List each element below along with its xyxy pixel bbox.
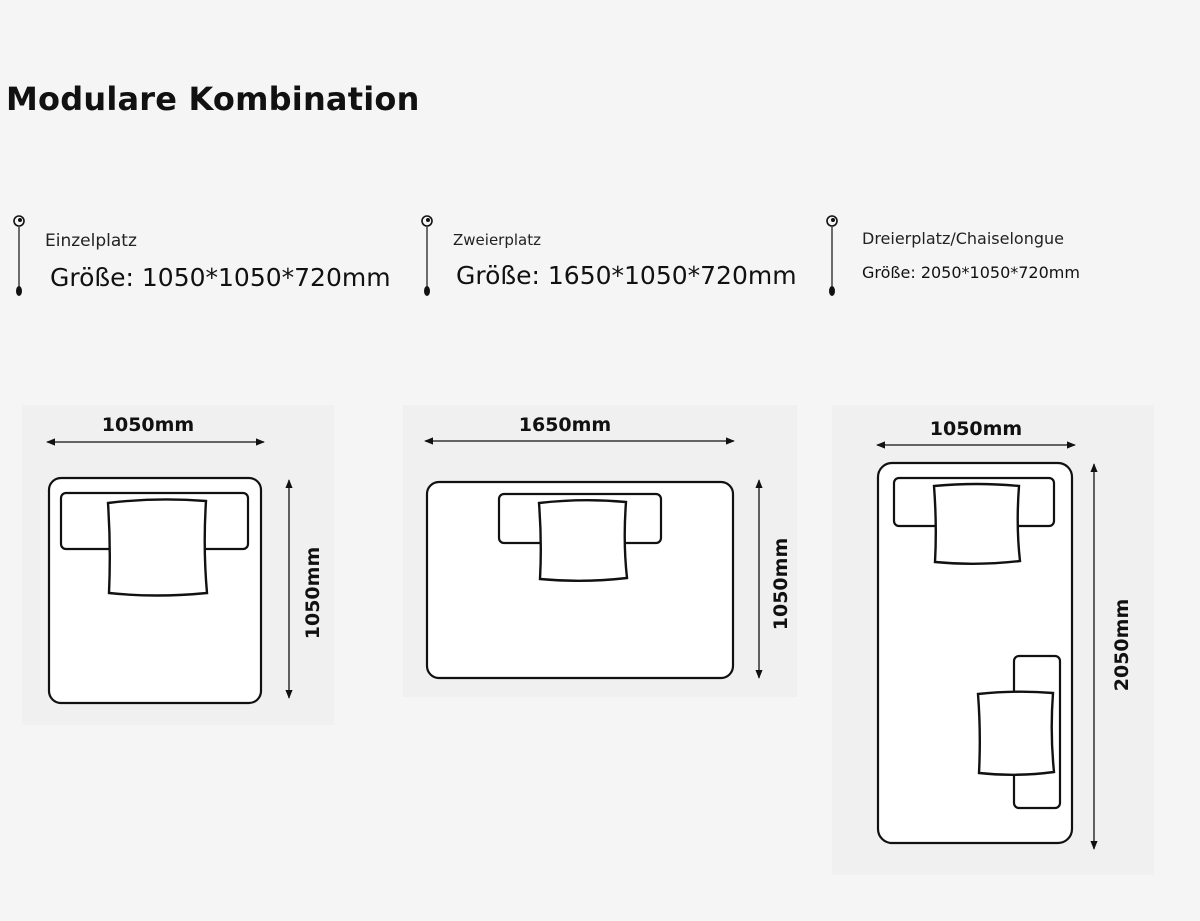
pin-icon bbox=[13, 215, 25, 296]
cushion bbox=[976, 690, 1056, 776]
cushion bbox=[537, 499, 629, 582]
cushion bbox=[106, 498, 209, 597]
module-name: Einzelplatz bbox=[45, 231, 137, 251]
pin-icon bbox=[826, 215, 838, 296]
plan-zweierplatz: 1650mm 1050mm bbox=[424, 414, 792, 680]
module-size: Größe: 1650*1050*720mm bbox=[456, 261, 797, 290]
module-name: Dreierplatz/Chaiselongue bbox=[862, 229, 1064, 248]
page-title: Modulare Kombination bbox=[6, 80, 420, 118]
depth-label: 1050mm bbox=[770, 538, 792, 630]
plan-einzelplatz: 1050mm 1050mm bbox=[46, 414, 324, 705]
width-label: 1650mm bbox=[519, 414, 611, 436]
module-size: Größe: 2050*1050*720mm bbox=[862, 263, 1080, 282]
width-label: 1050mm bbox=[930, 418, 1022, 440]
pin-icon bbox=[421, 215, 433, 296]
depth-label: 2050mm bbox=[1111, 599, 1133, 691]
module-size: Größe: 1050*1050*720mm bbox=[50, 263, 391, 292]
width-label: 1050mm bbox=[102, 414, 194, 436]
plan-dreierplatz: 1050mm 2050mm bbox=[876, 418, 1133, 850]
depth-label: 1050mm bbox=[302, 547, 324, 639]
cushion bbox=[932, 482, 1022, 565]
module-name: Zweierplatz bbox=[453, 231, 541, 249]
